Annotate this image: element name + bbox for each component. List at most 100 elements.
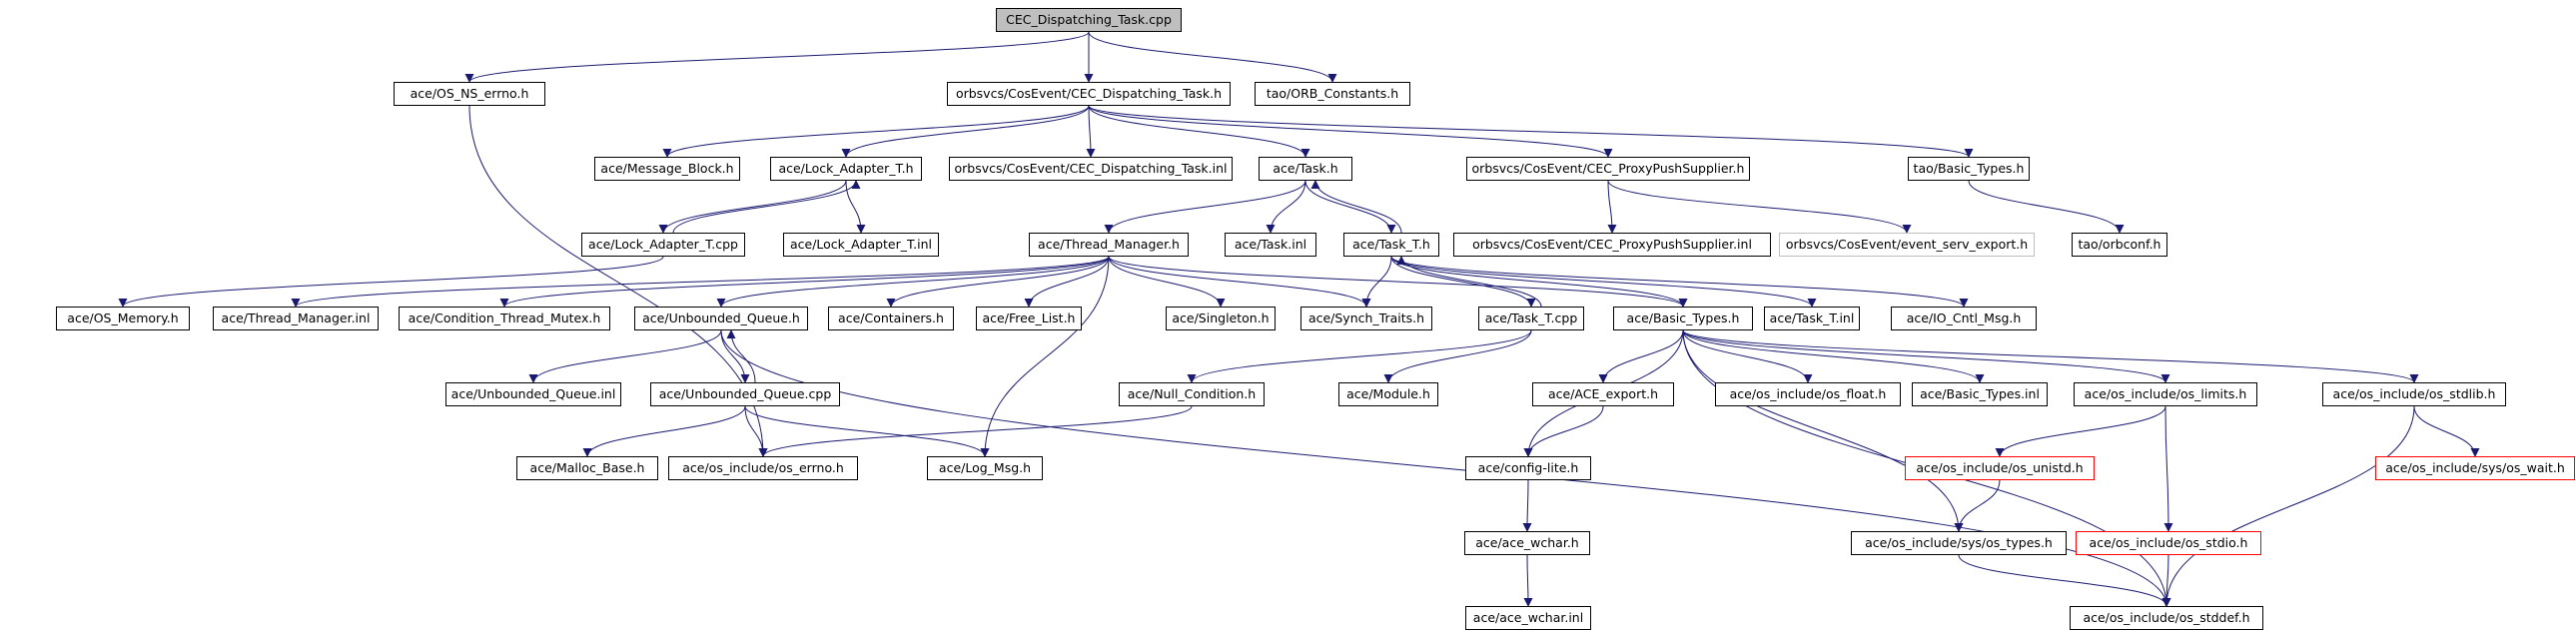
edge-cec_h-to-cec_inl (1086, 105, 1096, 158)
edge-os_limits-to-os_unistd (1995, 405, 2166, 457)
node-proxy-inl[interactable]: orbsvcs/CosEvent/CEC_ProxyPushSupplier.i… (1453, 233, 1771, 257)
edge-os_stdlib-to-sys_wait (2413, 405, 2480, 457)
node-task-inl[interactable]: ace/Task.inl (1225, 233, 1316, 257)
edge-tao_basic_types-to-orbconf (1968, 180, 2125, 234)
edge-unbounded_queue_cpp-to-unbounded_queue_h (726, 329, 756, 383)
edge-ace_basic_types-to-os_float (1682, 329, 1813, 383)
node-os-limits[interactable]: ace/os_include/os_limits.h (2074, 382, 2257, 406)
node-os-ns-errno[interactable]: ace/OS_NS_errno.h (394, 82, 545, 106)
node-synch-traits[interactable]: ace/Synch_Traits.h (1300, 307, 1432, 330)
node-unbounded-queue-inl[interactable]: ace/Unbounded_Queue.inl (445, 382, 621, 406)
node-task-h[interactable]: ace/Task.h (1259, 157, 1352, 181)
node-os-stdio[interactable]: ace/os_include/os_stdio.h (2076, 531, 2261, 555)
edge-cec_cpp-to-os_ns_errno (464, 31, 1090, 83)
node-cec-cpp[interactable]: CEC_Dispatching_Task.cpp (996, 8, 1182, 32)
edge-ace_basic_types-to-os_stdlib (1682, 329, 2419, 383)
node-free-list[interactable]: ace/Free_List.h (976, 307, 1082, 330)
edge-unbounded_queue_cpp-to-log_msg (744, 405, 990, 457)
node-ace-export[interactable]: ace/ACE_export.h (1532, 382, 1674, 406)
node-unbounded-queue-cpp[interactable]: ace/Unbounded_Queue.cpp (650, 382, 840, 406)
edge-thread_manager-to-thread_manager_inl (291, 256, 1110, 308)
edge-task_t_cpp-to-null_condition (1187, 329, 1532, 383)
node-sys-wait[interactable]: ace/os_include/sys/os_wait.h (2375, 456, 2575, 480)
node-lock-adapter-cpp[interactable]: ace/Lock_Adapter_T.cpp (581, 233, 745, 257)
node-orb-constants[interactable]: tao/ORB_Constants.h (1255, 82, 1410, 106)
edge-cec_h-to-task_h (1088, 105, 1310, 158)
node-io-cntl-msg[interactable]: ace/IO_Cntl_Msg.h (1891, 307, 2037, 330)
edge-thread_manager-to-singleton (1108, 256, 1226, 308)
node-ace-basic-types[interactable]: ace/Basic_Types.h (1613, 307, 1753, 330)
edge-task_t_cpp-to-task_t_h (1396, 256, 1542, 308)
edge-unbounded_queue_h-to-unbounded_queue_inl (528, 329, 722, 383)
edge-task_t_cpp-to-module (1383, 329, 1532, 383)
node-unbounded-queue-h[interactable]: ace/Unbounded_Queue.h (634, 307, 808, 330)
node-task-t-h[interactable]: ace/Task_T.h (1343, 233, 1439, 257)
edge-task_h-to-task_inl (1266, 180, 1306, 234)
edge-thread_manager-to-condition_thread_mutex (499, 256, 1110, 308)
node-config-lite[interactable]: ace/config-lite.h (1465, 456, 1591, 480)
node-lock-adapter-inl[interactable]: ace/Lock_Adapter_T.inl (783, 233, 939, 257)
node-ace-wchar-inl[interactable]: ace/ace_wchar.inl (1465, 606, 1591, 630)
edge-cec_h-to-proxy_h (1088, 105, 1613, 158)
node-tao-basic-types[interactable]: tao/Basic_Types.h (1908, 157, 2030, 181)
edge-ace_wchar_h-to-ace_wchar_inl (1523, 554, 1533, 607)
edge-task_h-to-task_t_h (1304, 180, 1396, 234)
edge-unbounded_queue_h-to-unbounded_queue_cpp (720, 329, 750, 383)
edge-unbounded_queue_cpp-to-malloc_base (582, 405, 746, 457)
node-os-stdlib[interactable]: ace/os_include/os_stdlib.h (2322, 382, 2506, 406)
edge-lock_adapter_h-to-lock_adapter_cpp (658, 180, 847, 234)
node-thread-manager[interactable]: ace/Thread_Manager.h (1029, 233, 1189, 257)
edge-lock_adapter_h-to-lock_adapter_inl (845, 180, 866, 234)
edge-ace_basic_types-to-os_limits (1682, 329, 2170, 383)
edge-task_t_h-to-synch_traits (1361, 256, 1392, 308)
node-os-stddef[interactable]: ace/os_include/os_stddef.h (2070, 606, 2263, 630)
node-cec-inl[interactable]: orbsvcs/CosEvent/CEC_Dispatching_Task.in… (949, 157, 1233, 181)
edge-task_t_h-to-task_t_inl (1390, 256, 1817, 308)
node-malloc-base[interactable]: ace/Malloc_Base.h (516, 456, 658, 480)
node-orbconf[interactable]: tao/orbconf.h (2072, 233, 2167, 257)
node-sys-types[interactable]: ace/os_include/sys/os_types.h (1851, 531, 2067, 555)
edge-cec_cpp-to-orb_constants (1088, 31, 1337, 83)
node-proxy-h[interactable]: orbsvcs/CosEvent/CEC_ProxyPushSupplier.h (1466, 157, 1750, 181)
edge-thread_manager-to-synch_traits (1108, 256, 1371, 308)
node-task-t-cpp[interactable]: ace/Task_T.cpp (1478, 307, 1584, 330)
edge-cec_h-to-lock_adapter_h (841, 105, 1090, 158)
node-lock-adapter-h[interactable]: ace/Lock_Adapter_T.h (770, 157, 922, 181)
node-condition-thread-mutex[interactable]: ace/Condition_Thread_Mutex.h (399, 307, 610, 330)
edge-os_stdlib-to-os_stddef (2161, 405, 2415, 607)
edge-thread_manager-to-unbounded_queue_h (716, 256, 1110, 308)
edge-config_lite-to-ace_wchar_h (1522, 479, 1532, 532)
edge-proxy_h-to-event_serv_export (1607, 180, 1912, 234)
edge-cec_h-to-message_block (662, 105, 1090, 158)
node-containers[interactable]: ace/Containers.h (828, 307, 954, 330)
node-task-t-inl[interactable]: ace/Task_T.inl (1764, 307, 1860, 330)
node-log-msg[interactable]: ace/Log_Msg.h (927, 456, 1043, 480)
edge-thread_manager-to-containers (886, 256, 1110, 308)
node-os-float[interactable]: ace/os_include/os_float.h (1715, 382, 1901, 406)
node-module[interactable]: ace/Module.h (1338, 382, 1438, 406)
node-os-unistd[interactable]: ace/os_include/os_unistd.h (1905, 456, 2095, 480)
node-os-errno[interactable]: ace/os_include/os_errno.h (668, 456, 858, 480)
edge-ace_basic_types-to-sys_types (1682, 329, 1964, 532)
node-cec-h[interactable]: orbsvcs/CosEvent/CEC_Dispatching_Task.h (947, 82, 1231, 106)
node-null-condition[interactable]: ace/Null_Condition.h (1119, 382, 1265, 406)
node-singleton[interactable]: ace/Singleton.h (1166, 307, 1276, 330)
node-os-memory[interactable]: ace/OS_Memory.h (56, 307, 190, 330)
node-ace-wchar-h[interactable]: ace/ace_wchar.h (1464, 531, 1590, 555)
node-basic-types-inl[interactable]: ace/Basic_Types.inl (1912, 382, 2048, 406)
node-thread-manager-inl[interactable]: ace/Thread_Manager.inl (213, 307, 379, 330)
edge-ace_export-to-config_lite (1523, 405, 1604, 457)
edge-os_unistd-to-sys_types (1954, 479, 2001, 532)
edge-ace_basic_types-to-ace_export (1598, 329, 1684, 383)
edge-cec_h-to-tao_basic_types (1088, 105, 1974, 158)
edge-lock_adapter_cpp-to-lock_adapter_h (672, 180, 861, 234)
node-event-serv-export[interactable]: orbsvcs/CosEvent/event_serv_export.h (1779, 233, 2035, 257)
edge-thread_manager-to-log_msg (980, 256, 1110, 457)
edge-os_limits-to-os_stdio (2163, 405, 2173, 532)
node-message-block[interactable]: ace/Message_Block.h (594, 157, 740, 181)
edge-task_t_h-to-task_h (1310, 180, 1402, 234)
edge-ace_basic_types-to-basic_types_inl (1682, 329, 1985, 383)
edge-task_t_h-to-ace_basic_types (1390, 256, 1688, 308)
